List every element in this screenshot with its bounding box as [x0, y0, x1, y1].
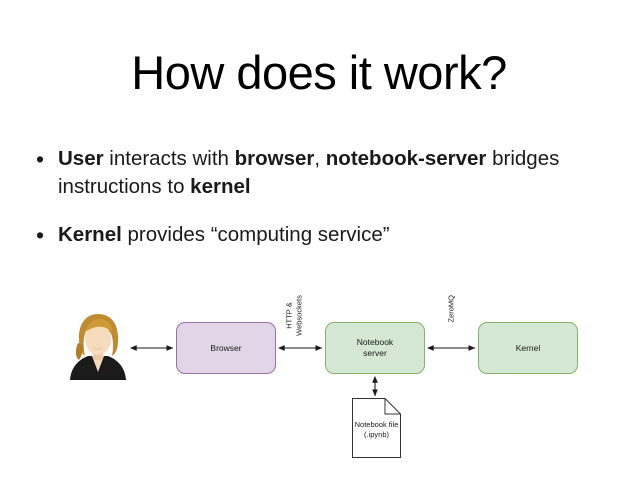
bullet-marker-icon: • [36, 146, 45, 172]
bullet-text-2: Kernel provides “computing service” [58, 221, 602, 249]
bullet-1-seg-6: kernel [190, 175, 251, 198]
page-title: How does it work? [131, 46, 507, 99]
list-item: • Kernel provides “computing service” [36, 221, 602, 250]
diagram-node-kernel-label: Kernel [515, 342, 541, 353]
bullet-marker-icon: • [36, 222, 45, 248]
bullet-2-seg-0: Kernel [58, 223, 122, 246]
edge-label-http-websockets: HTTP & Websockets [284, 295, 304, 336]
diagram-node-kernel[interactable]: Kernel [478, 322, 578, 374]
diagram-node-browser-label: Browser [210, 342, 242, 353]
bullet-2-seg-1: provides “computing service” [121, 223, 390, 246]
bullet-1-seg-2: browser [234, 147, 315, 170]
edge-label-zeromq: ZeroMQ [446, 295, 456, 323]
diagram-node-notebook-file[interactable]: Notebook file (.ipynb) [352, 398, 401, 458]
diagram-node-notebook-file-label: Notebook file (.ipynb) [354, 420, 399, 439]
diagram-node-notebook-server[interactable]: Notebook server [325, 322, 425, 374]
bullet-text-1: User interacts with browser, notebook-se… [58, 145, 602, 201]
document-icon [352, 398, 401, 458]
diagram-node-notebook-server-label: Notebook server [356, 337, 394, 358]
bullet-1-seg-0: User [58, 147, 104, 170]
bullet-list: • User interacts with browser, notebook-… [36, 145, 602, 270]
diagram-node-browser[interactable]: Browser [176, 322, 276, 374]
list-item: • User interacts with browser, notebook-… [36, 145, 602, 201]
bullet-1-seg-5: bridges instructions to [58, 147, 560, 198]
person-avatar-icon [70, 314, 126, 380]
bullet-1-seg-3: , [314, 147, 326, 170]
bullet-1-seg-4: notebook-server [325, 147, 487, 170]
bullet-1-seg-1: interacts with [103, 147, 235, 170]
